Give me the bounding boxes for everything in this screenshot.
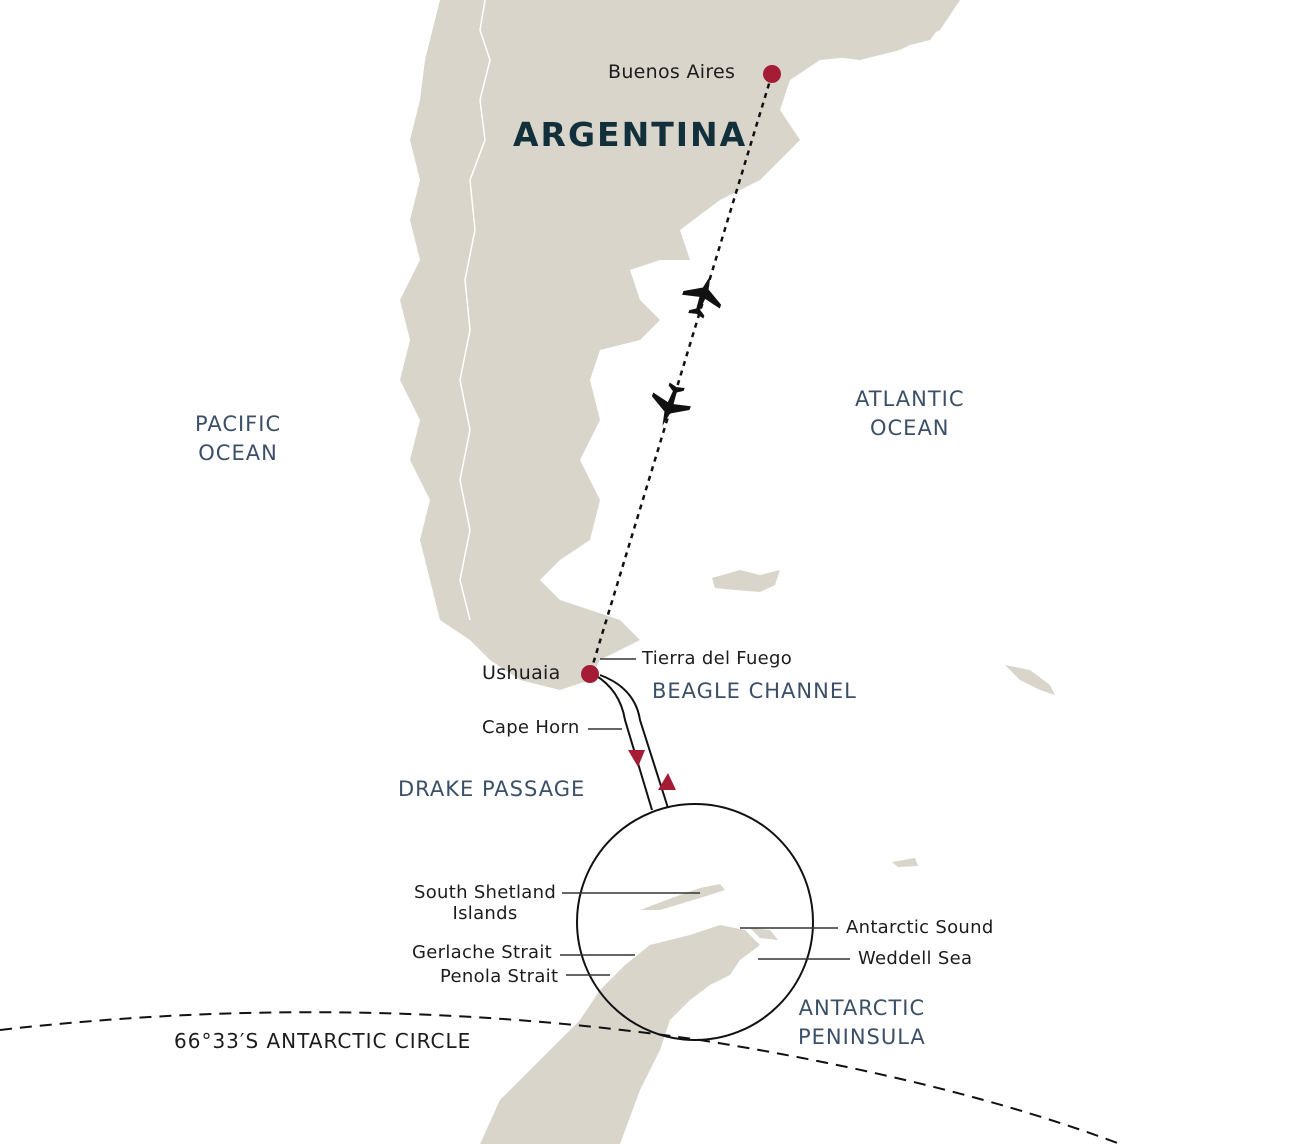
- antarctic-sound-land: [750, 928, 778, 940]
- ushuaia-marker[interactable]: [581, 665, 599, 683]
- peninsula-line-2: PENINSULA: [798, 1025, 926, 1049]
- border-line: [459, 0, 491, 621]
- weddell-sea-label: Weddell Sea: [858, 948, 973, 969]
- pacific-ocean-label: PACIFIC OCEAN: [195, 410, 281, 468]
- cape-horn-label: Cape Horn: [482, 717, 580, 738]
- gerlache-strait-label: Gerlache Strait: [412, 942, 553, 963]
- peninsula-line-1: ANTARCTIC: [798, 996, 926, 1020]
- leader-lines: [560, 658, 850, 976]
- atlantic-line-1: ATLANTIC: [855, 387, 965, 411]
- south-shetland-land: [640, 884, 725, 910]
- tierra-del-fuego-label: Tierra del Fuego: [642, 648, 793, 669]
- antarctic-peninsula-land: [480, 925, 760, 1144]
- south-orkney: [892, 858, 918, 867]
- antarctic-circle-label: 66°33′S ANTARCTIC CIRCLE: [174, 1029, 472, 1053]
- south-shetland-label: South Shetland Islands: [414, 882, 556, 924]
- route-arrow-down: [628, 750, 645, 767]
- south-georgia: [1005, 665, 1055, 695]
- south-shetland-line-1: South Shetland: [414, 882, 557, 903]
- uruguay-land: [780, 0, 960, 60]
- antarctic-peninsula-label: ANTARCTIC PENINSULA: [798, 994, 926, 1052]
- drake-passage-label: DRAKE PASSAGE: [398, 777, 586, 801]
- atlantic-ocean-label: ATLANTIC OCEAN: [855, 385, 965, 443]
- buenos-aires-label: Buenos Aires: [608, 61, 736, 83]
- airplane-icon: [682, 275, 722, 319]
- country-label-argentina: ARGENTINA: [513, 115, 748, 154]
- south-america-land: [400, 0, 1300, 690]
- route-arrow-up: [658, 773, 676, 790]
- south-shetland-line-2: Islands: [452, 903, 518, 924]
- pacific-line-2: OCEAN: [198, 441, 278, 465]
- beagle-channel-label: BEAGLE CHANNEL: [652, 679, 857, 703]
- flight-route: [588, 73, 774, 675]
- atlantic-line-2: OCEAN: [869, 416, 950, 440]
- falkland-islands: [712, 570, 780, 592]
- penola-strait-label: Penola Strait: [440, 966, 559, 987]
- region-circle: [576, 803, 814, 1041]
- ushuaia-label: Ushuaia: [482, 662, 561, 684]
- buenos-aires-marker[interactable]: [763, 65, 781, 83]
- antarctic-circle-line: [0, 1011, 1121, 1144]
- ship-route-out: [594, 674, 653, 811]
- antarctic-sound-label: Antarctic Sound: [846, 917, 994, 938]
- pacific-line-1: PACIFIC: [195, 412, 282, 436]
- ship-route-return: [599, 674, 669, 809]
- airplane-icon: [651, 382, 691, 426]
